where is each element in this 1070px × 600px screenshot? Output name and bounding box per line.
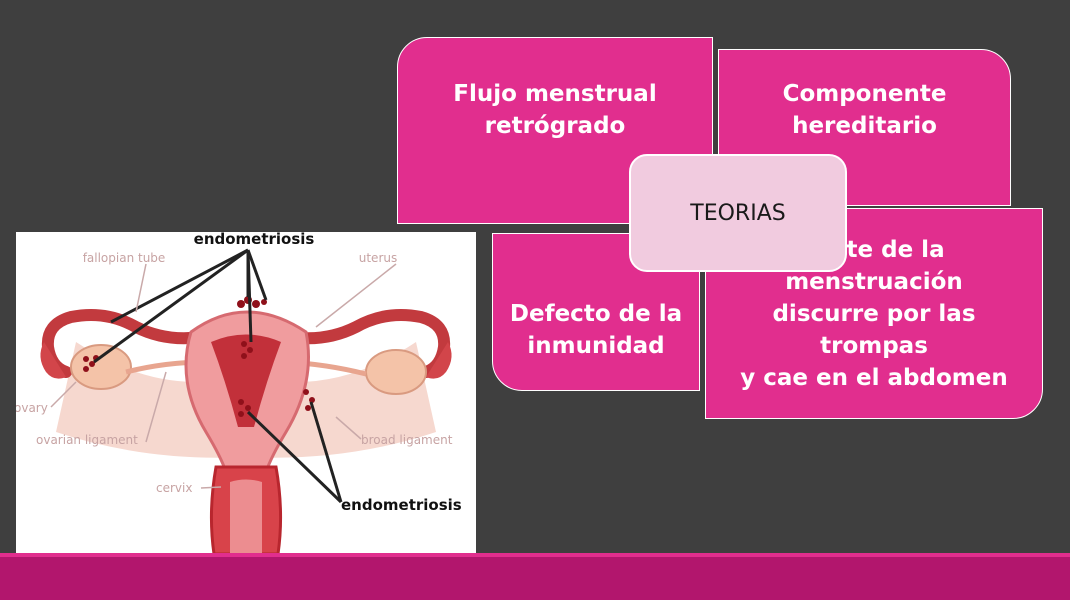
card-text-line: Parte de la menstruación [785, 236, 963, 295]
fimbria-left [40, 342, 66, 379]
broad-ligament-label: broad ligament [361, 433, 453, 447]
card-text-line: Defecto de la [509, 301, 683, 327]
cervix-label: cervix [156, 481, 192, 495]
theory-card-retrograde-flow: Flujo menstrual retrógrado [397, 37, 713, 224]
ovary-right [365, 349, 427, 395]
fimbria-right [426, 342, 452, 379]
center-label: TEORIAS [690, 200, 786, 226]
ovary-left [70, 344, 132, 390]
footer-accent-line [0, 553, 1070, 557]
uterus-label: uterus [359, 251, 397, 265]
uterine-cavity [211, 334, 281, 427]
fallopian-tube-label: fallopian tube [83, 251, 166, 265]
card-text-line: discurre por las trompas [772, 300, 976, 359]
card-text-line: Flujo menstrual [453, 81, 657, 107]
footer-bar [0, 557, 1070, 600]
card-text-line: Componente [782, 81, 947, 107]
ovary-label: ovary [16, 401, 48, 415]
card-text-line: y cae en el abdomen [740, 364, 1008, 391]
endometriosis-label-bottom: endometriosis [341, 496, 462, 514]
card-text-line: inmunidad [527, 333, 665, 359]
uterus-diagram: endometriosis fallopian tube uterus ovar… [16, 232, 476, 554]
card-text-line: hereditario [792, 113, 937, 139]
ovarian-ligament-label: ovarian ligament [36, 433, 138, 447]
theories-center-box: TEORIAS [629, 154, 847, 272]
card-text-line: retrógrado [484, 113, 626, 139]
endometriosis-label-top: endometriosis [194, 232, 315, 248]
